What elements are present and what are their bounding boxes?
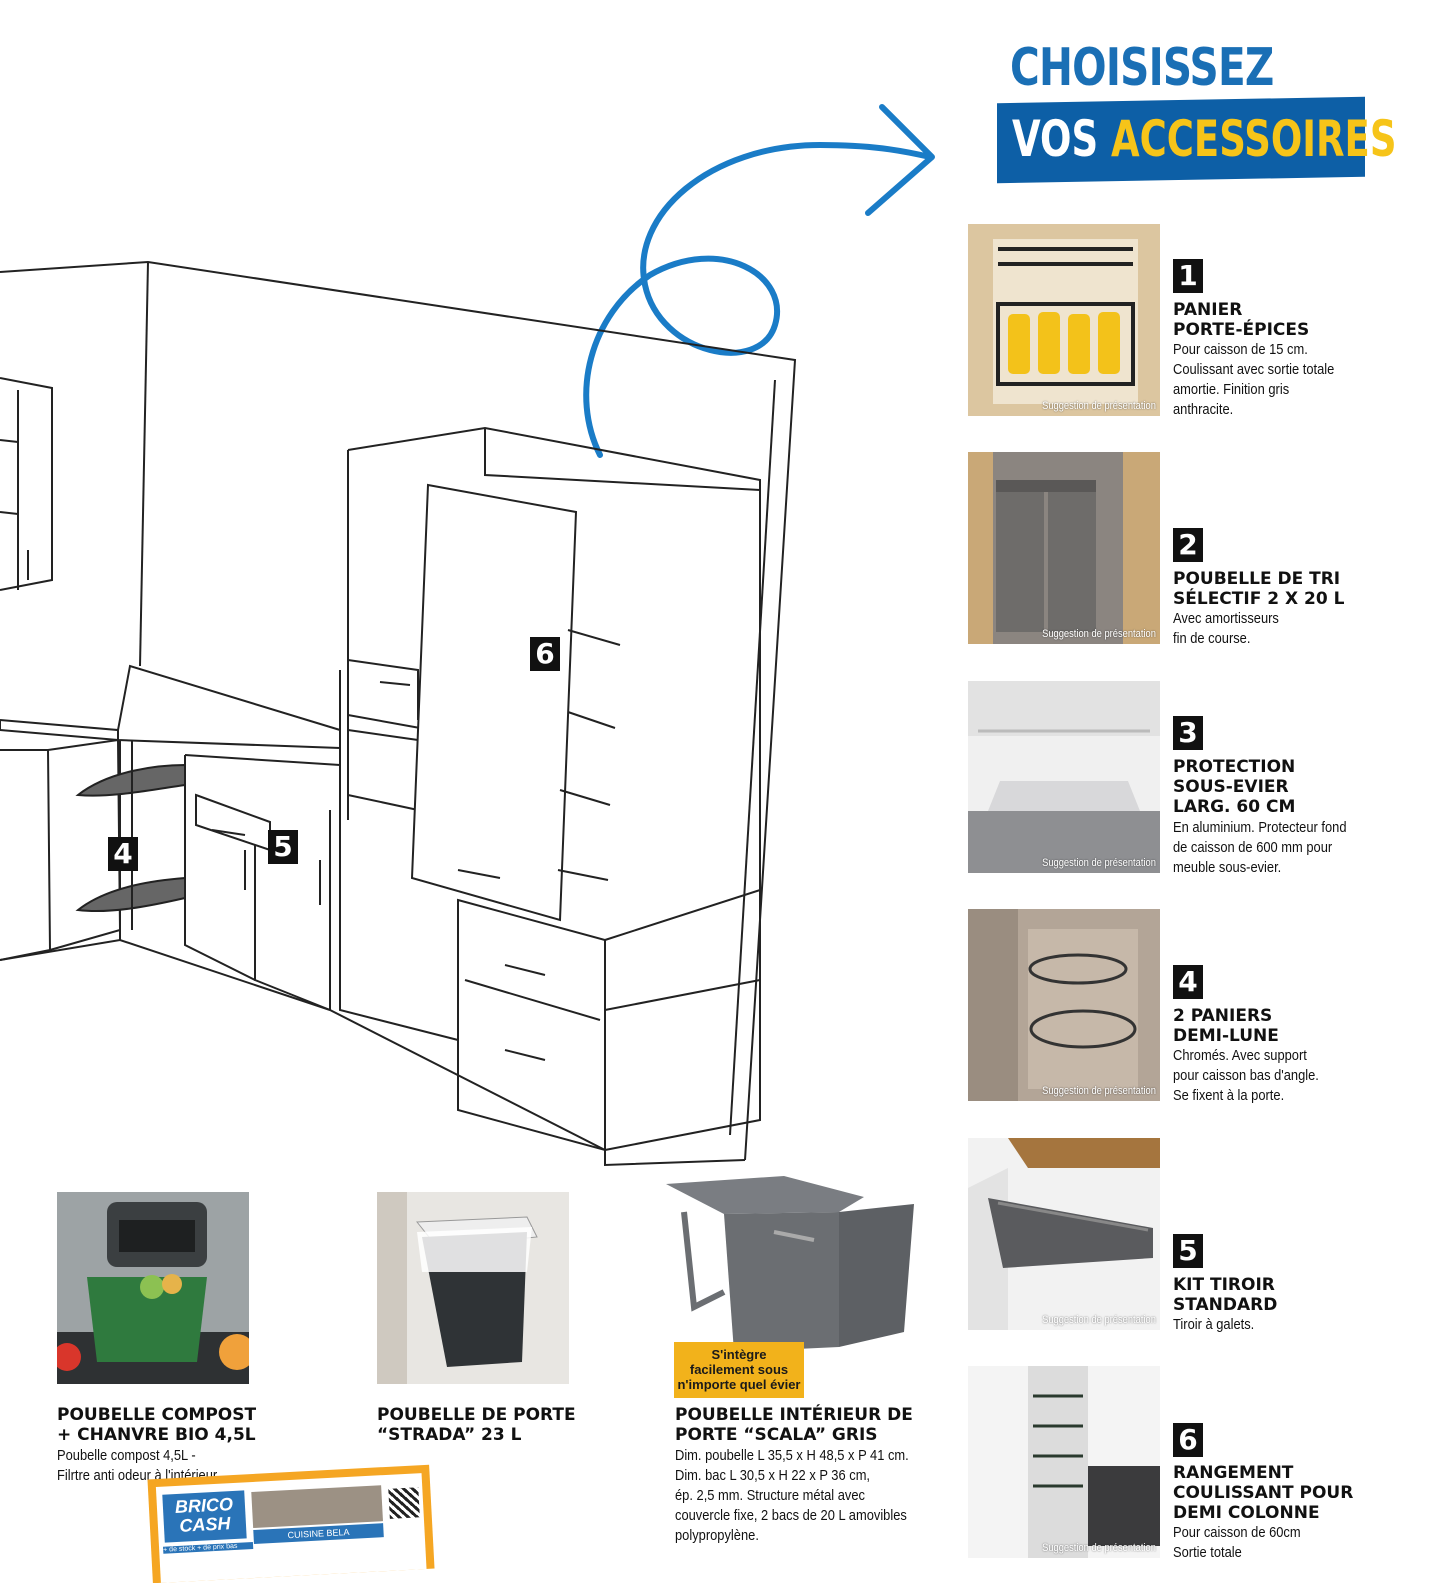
accessory-image-4: Suggestion de présentation (968, 909, 1160, 1101)
accessory-title-line: 2 PANIERS (1173, 1006, 1273, 1026)
curly-arrow-icon (583, 104, 935, 458)
product-title-line: PORTE “SCALA” GRIS (675, 1425, 878, 1445)
product-desc-line: ép. 2,5 mm. Structure métal avec (675, 1487, 865, 1504)
headline-accessoires: ACCESSOIRES (1110, 110, 1397, 168)
accessory-desc-line: meuble sous-evier. (1173, 859, 1282, 876)
brico-cash-card: BRICO CASH + de stock + de prix bas CUIS… (147, 1464, 435, 1583)
product-desc-line: couvercle fixe, 2 bacs de 20 L amovibles (675, 1507, 907, 1524)
product-title-line: POUBELLE COMPOST (57, 1405, 257, 1425)
product-desc-line: Dim. bac L 30,5 x H 22 x P 36 cm, (675, 1467, 871, 1484)
brico-tagline: + de stock + de prix bas (163, 1542, 254, 1554)
product-image-compost (57, 1192, 249, 1384)
brico-cash-logo: BRICO CASH (162, 1490, 247, 1543)
accessory-title-line: DEMI COLONNE (1173, 1503, 1320, 1523)
accessory-title-line: DEMI-LUNE (1173, 1026, 1279, 1046)
accessory-desc-2: Avec amortisseurs fin de course. (1173, 609, 1388, 649)
accessory-desc-line: Sortie totale (1173, 1544, 1242, 1561)
badge-line: facilement sous (689, 1362, 789, 1377)
badge-line: S'intègre (711, 1347, 767, 1362)
product-desc-line: Dim. poubelle L 35,5 x H 48,5 x P 41 cm. (675, 1447, 909, 1464)
accessory-title-line: PROTECTION (1173, 757, 1296, 777)
accessory-desc-line: En aluminium. Protecteur fond (1173, 819, 1347, 836)
accessory-number-4: 4 (1173, 965, 1203, 999)
accessory-desc-line: pour caisson bas d'angle. (1173, 1067, 1319, 1084)
diagram-label-4: 4 (108, 837, 138, 871)
headline-vos-accessoires: VOS ACCESSOIRES (1012, 110, 1396, 168)
accessory-title-5: KIT TIROIR STANDARD (1173, 1275, 1413, 1315)
accessory-number-6: 6 (1173, 1423, 1203, 1457)
product-title-scala: POUBELLE INTÉRIEUR DE PORTE “SCALA” GRIS (675, 1405, 913, 1445)
accessory-desc-line: Chromés. Avec support (1173, 1047, 1307, 1064)
product-desc-scala: Dim. poubelle L 35,5 x H 48,5 x P 41 cm.… (675, 1446, 909, 1546)
accessory-title-1: PANIER PORTE-ÉPICES (1173, 300, 1413, 340)
accessory-desc-line: Avec amortisseurs (1173, 610, 1279, 627)
product-title-compost: POUBELLE COMPOST + CHANVRE BIO 4,5L (57, 1405, 256, 1445)
accessory-title-line: KIT TIROIR (1173, 1275, 1275, 1295)
accessory-caption-5: Suggestion de présentation (1042, 1314, 1156, 1326)
accessory-title-line: LARG. 60 CM (1173, 797, 1296, 817)
accessory-title-2: POUBELLE DE TRI SÉLECTIF 2 X 20 L (1173, 569, 1413, 609)
accessory-desc-line: Coulissant avec sortie totale (1173, 361, 1335, 378)
accessory-caption-3: Suggestion de présentation (1042, 857, 1156, 869)
badge-line: n'importe quel évier (677, 1377, 801, 1392)
accessory-title-line: RANGEMENT (1173, 1463, 1294, 1483)
accessory-image-1: Suggestion de présentation (968, 224, 1160, 416)
accessory-desc-5: Tiroir à galets. (1173, 1315, 1388, 1335)
accessory-desc-line: Tiroir à galets. (1173, 1316, 1255, 1333)
qr-code-icon (388, 1487, 420, 1519)
accessory-number-2: 2 (1173, 528, 1203, 562)
accessory-image-2: Suggestion de présentation (968, 452, 1160, 644)
product-desc-line: polypropylène. (675, 1527, 759, 1544)
accessory-number-5: 5 (1173, 1234, 1203, 1268)
accessory-desc-1: Pour caisson de 15 cm. Coulissant avec s… (1173, 340, 1388, 420)
product-title-line: POUBELLE DE PORTE (377, 1405, 576, 1425)
accessory-title-line: SOUS-EVIER (1173, 777, 1289, 797)
brico-card-photo (251, 1485, 383, 1528)
accessory-number-1: 1 (1173, 259, 1203, 293)
accessory-title-6: RANGEMENT COULISSANT POUR DEMI COLONNE (1173, 1463, 1413, 1523)
accessory-desc-line: fin de course. (1173, 630, 1251, 647)
accessory-title-line: COULISSANT POUR (1173, 1483, 1354, 1503)
accessory-title-line: POUBELLE DE TRI (1173, 569, 1341, 589)
accessory-desc-line: Pour caisson de 15 cm. (1173, 341, 1308, 358)
accessory-title-3: PROTECTION SOUS-EVIER LARG. 60 CM (1173, 757, 1413, 817)
accessory-image-5: Suggestion de présentation (968, 1138, 1160, 1330)
kitchen-line-drawing (0, 260, 797, 1167)
product-title-line: “STRADA” 23 L (377, 1425, 522, 1445)
diagram-label-6: 6 (530, 637, 560, 671)
accessory-desc-6: Pour caisson de 60cm Sortie totale (1173, 1523, 1388, 1563)
accessory-title-line: PORTE-ÉPICES (1173, 320, 1310, 340)
product-title-line: POUBELLE INTÉRIEUR DE (675, 1405, 913, 1425)
accessory-caption-6: Suggestion de présentation (1042, 1542, 1156, 1554)
accessory-desc-line: Se fixent à la porte. (1173, 1087, 1285, 1104)
accessory-caption-1: Suggestion de présentation (1042, 400, 1156, 412)
product-title-strada: POUBELLE DE PORTE “STRADA” 23 L (377, 1405, 576, 1445)
accessory-desc-4: Chromés. Avec support pour caisson bas d… (1173, 1046, 1388, 1106)
accessory-number-3: 3 (1173, 716, 1203, 750)
accessory-desc-line: anthracite. (1173, 401, 1234, 418)
accessory-title-line: SÉLECTIF 2 X 20 L (1173, 589, 1345, 609)
accessory-desc-line: de caisson de 600 mm pour (1173, 839, 1333, 856)
headline-vos: VOS (1012, 110, 1099, 168)
accessory-desc-3: En aluminium. Protecteur fond de caisson… (1173, 818, 1388, 878)
integration-badge: S'intègre facilement sous n'importe quel… (674, 1342, 804, 1398)
accessory-caption-4: Suggestion de présentation (1042, 1085, 1156, 1097)
accessory-caption-2: Suggestion de présentation (1042, 628, 1156, 640)
accessory-desc-line: amortie. Finition gris (1173, 381, 1290, 398)
accessory-image-3: Suggestion de présentation (968, 681, 1160, 873)
accessory-title-line: STANDARD (1173, 1295, 1278, 1315)
accessory-desc-line: Pour caisson de 60cm (1173, 1524, 1301, 1541)
headline-choisissez: CHOISISSEZ (1010, 38, 1274, 98)
brico-card-inner: BRICO CASH + de stock + de prix bas CUIS… (155, 1473, 427, 1583)
product-image-strada (377, 1192, 569, 1384)
product-desc-line: Poubelle compost 4,5L - (57, 1447, 196, 1464)
diagram-label-5: 5 (268, 830, 298, 864)
accessory-image-6: Suggestion de présentation (968, 1366, 1160, 1558)
product-image-scala (666, 1176, 914, 1352)
accessory-title-line: PANIER (1173, 300, 1243, 320)
product-title-line: + CHANVRE BIO 4,5L (57, 1425, 256, 1445)
accessory-title-4: 2 PANIERS DEMI-LUNE (1173, 1006, 1413, 1046)
